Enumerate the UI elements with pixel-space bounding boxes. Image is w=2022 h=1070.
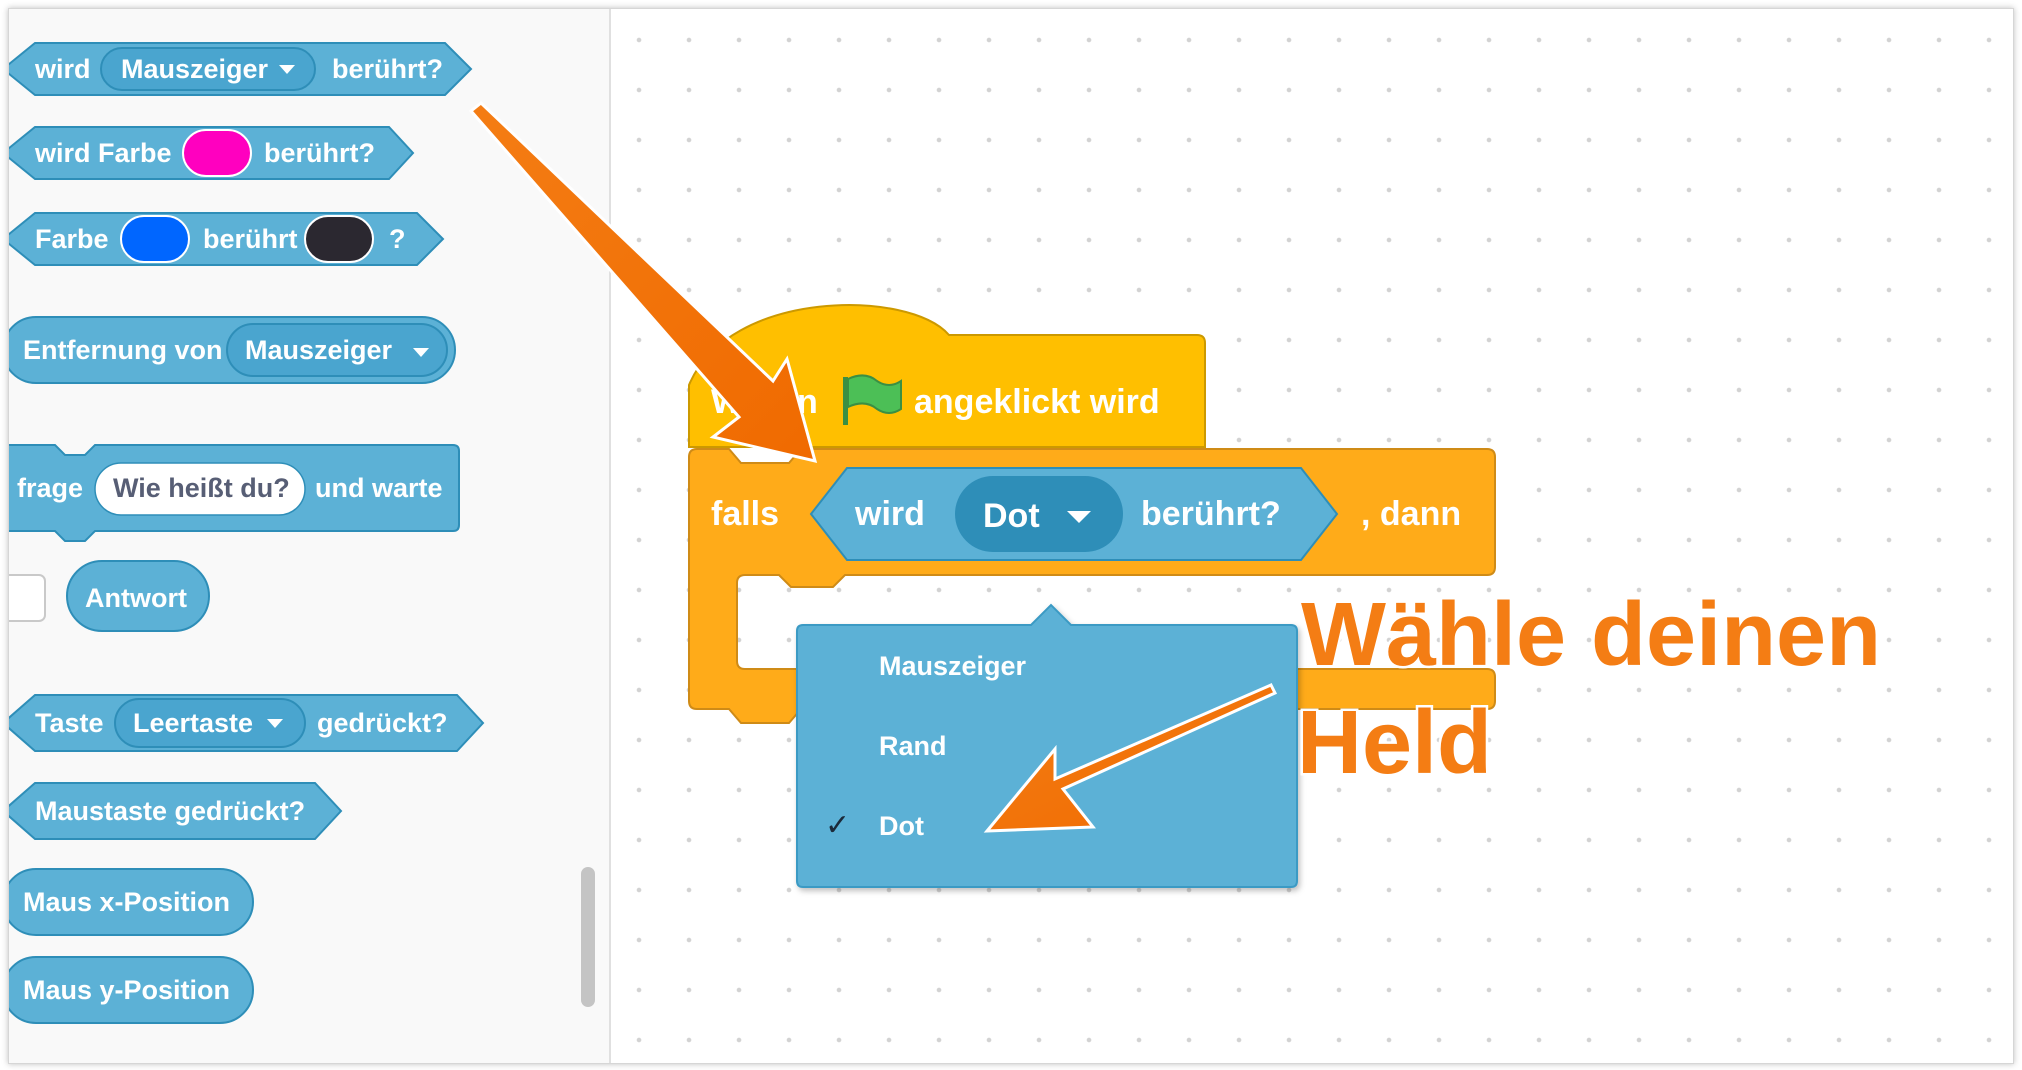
touching-prefix: wird xyxy=(34,54,91,84)
key-suffix: gedrückt? xyxy=(317,708,448,738)
touching-dropdown-label: Mauszeiger xyxy=(121,54,269,84)
distance-prefix: Entfernung von xyxy=(23,335,222,365)
key-dropdown[interactable] xyxy=(114,698,306,748)
dropdown-item-mauszeiger[interactable]: Mauszeiger xyxy=(879,651,1027,681)
answer-label: Antwort xyxy=(85,583,187,613)
mouse-y-label: Maus y-Position xyxy=(23,975,230,1005)
color-swatch-dark[interactable] xyxy=(304,215,374,263)
color-swatch-blue[interactable] xyxy=(120,215,190,263)
key-dropdown-label: Leertaste xyxy=(133,708,253,738)
block-mouse-down[interactable]: Maustaste gedrückt? xyxy=(8,782,343,840)
if-suffix: , dann xyxy=(1361,495,1461,533)
touching-suffix: berührt? xyxy=(332,54,443,84)
answer-monitor-checkbox[interactable] xyxy=(8,574,46,622)
touching-color-suffix: berührt? xyxy=(264,138,375,168)
dropdown-arrow-icon xyxy=(279,65,295,74)
block-color-touching-color[interactable]: Farbe berührt ? xyxy=(8,212,445,266)
distance-dropdown-label: Mauszeiger xyxy=(245,335,393,365)
condition-prefix: wird xyxy=(854,495,925,533)
condition-suffix: berührt? xyxy=(1141,495,1281,533)
color-swatch-pink[interactable] xyxy=(182,129,252,177)
annotation-line-1: Wähle deinen xyxy=(1301,585,1881,685)
mouse-down-label: Maustaste gedrückt? xyxy=(35,796,305,826)
dropdown-item-label: Dot xyxy=(879,811,924,841)
block-key-pressed[interactable]: Taste Leertaste gedrückt? xyxy=(8,694,485,752)
checkmark-icon: ✓ xyxy=(825,809,850,842)
mouse-x-label: Maus x-Position xyxy=(23,887,230,917)
color-touching-prefix: Farbe xyxy=(35,224,109,254)
block-distance-to[interactable]: Entfernung von Mauszeiger xyxy=(8,316,456,384)
dropdown-arrow-icon xyxy=(1067,511,1091,523)
condition-dropdown-label: Dot xyxy=(983,497,1040,535)
color-touching-middle: berührt xyxy=(203,224,298,254)
palette-scrollbar[interactable] xyxy=(581,867,595,1007)
ask-prefix: frage xyxy=(17,473,83,503)
block-ask-and-wait[interactable]: frage Wie heißt du? und warte xyxy=(8,444,460,542)
hat-block-when-flag-clicked[interactable]: W n angeklickt wird xyxy=(688,304,1206,448)
hat-label-suffix: angeklickt wird xyxy=(914,383,1160,421)
blocks-layer: wird Mauszeiger berührt? wird Farbe berü… xyxy=(8,42,1884,1024)
condition-dropdown[interactable] xyxy=(955,476,1123,552)
block-mouse-y[interactable]: Maus y-Position xyxy=(8,956,254,1024)
touching-color-prefix: wird Farbe xyxy=(34,138,172,168)
ask-suffix: und warte xyxy=(315,473,443,503)
ask-question-text: Wie heißt du? xyxy=(113,473,290,503)
dropdown-item-label: Mauszeiger xyxy=(879,651,1027,681)
dropdown-arrow-icon xyxy=(267,719,283,728)
annotation-arrow-2-icon xyxy=(983,683,1278,833)
dropdown-arrow-icon xyxy=(413,348,429,357)
block-touching[interactable]: wird Mauszeiger berührt? xyxy=(8,42,473,96)
if-prefix: falls xyxy=(711,495,779,533)
condition-touching[interactable]: wird Dot berührt? xyxy=(809,467,1339,561)
block-answer[interactable]: Antwort xyxy=(66,560,210,632)
dropdown-item-label: Rand xyxy=(879,731,947,761)
block-mouse-x[interactable]: Maus x-Position xyxy=(8,868,254,936)
dropdown-item-dot[interactable]: ✓ Dot xyxy=(825,809,924,842)
ask-question-input[interactable] xyxy=(94,462,306,516)
touching-dropdown[interactable] xyxy=(100,47,316,91)
block-touching-color[interactable]: wird Farbe berührt? xyxy=(8,126,415,180)
distance-dropdown[interactable] xyxy=(226,323,448,377)
key-prefix: Taste xyxy=(35,708,104,738)
annotation-arrow-1-icon xyxy=(468,101,818,464)
dropdown-item-rand[interactable]: Rand xyxy=(879,731,947,761)
scratch-editor: wird Mauszeiger berührt? wird Farbe berü… xyxy=(8,8,2014,1064)
dropdown-menu xyxy=(796,603,1298,888)
annotation-line-2: Held xyxy=(1297,693,1492,793)
if-block[interactable]: falls wird Dot berührt? , dann xyxy=(688,448,1496,724)
color-touching-suffix: ? xyxy=(389,224,406,254)
green-flag-icon xyxy=(843,374,902,425)
